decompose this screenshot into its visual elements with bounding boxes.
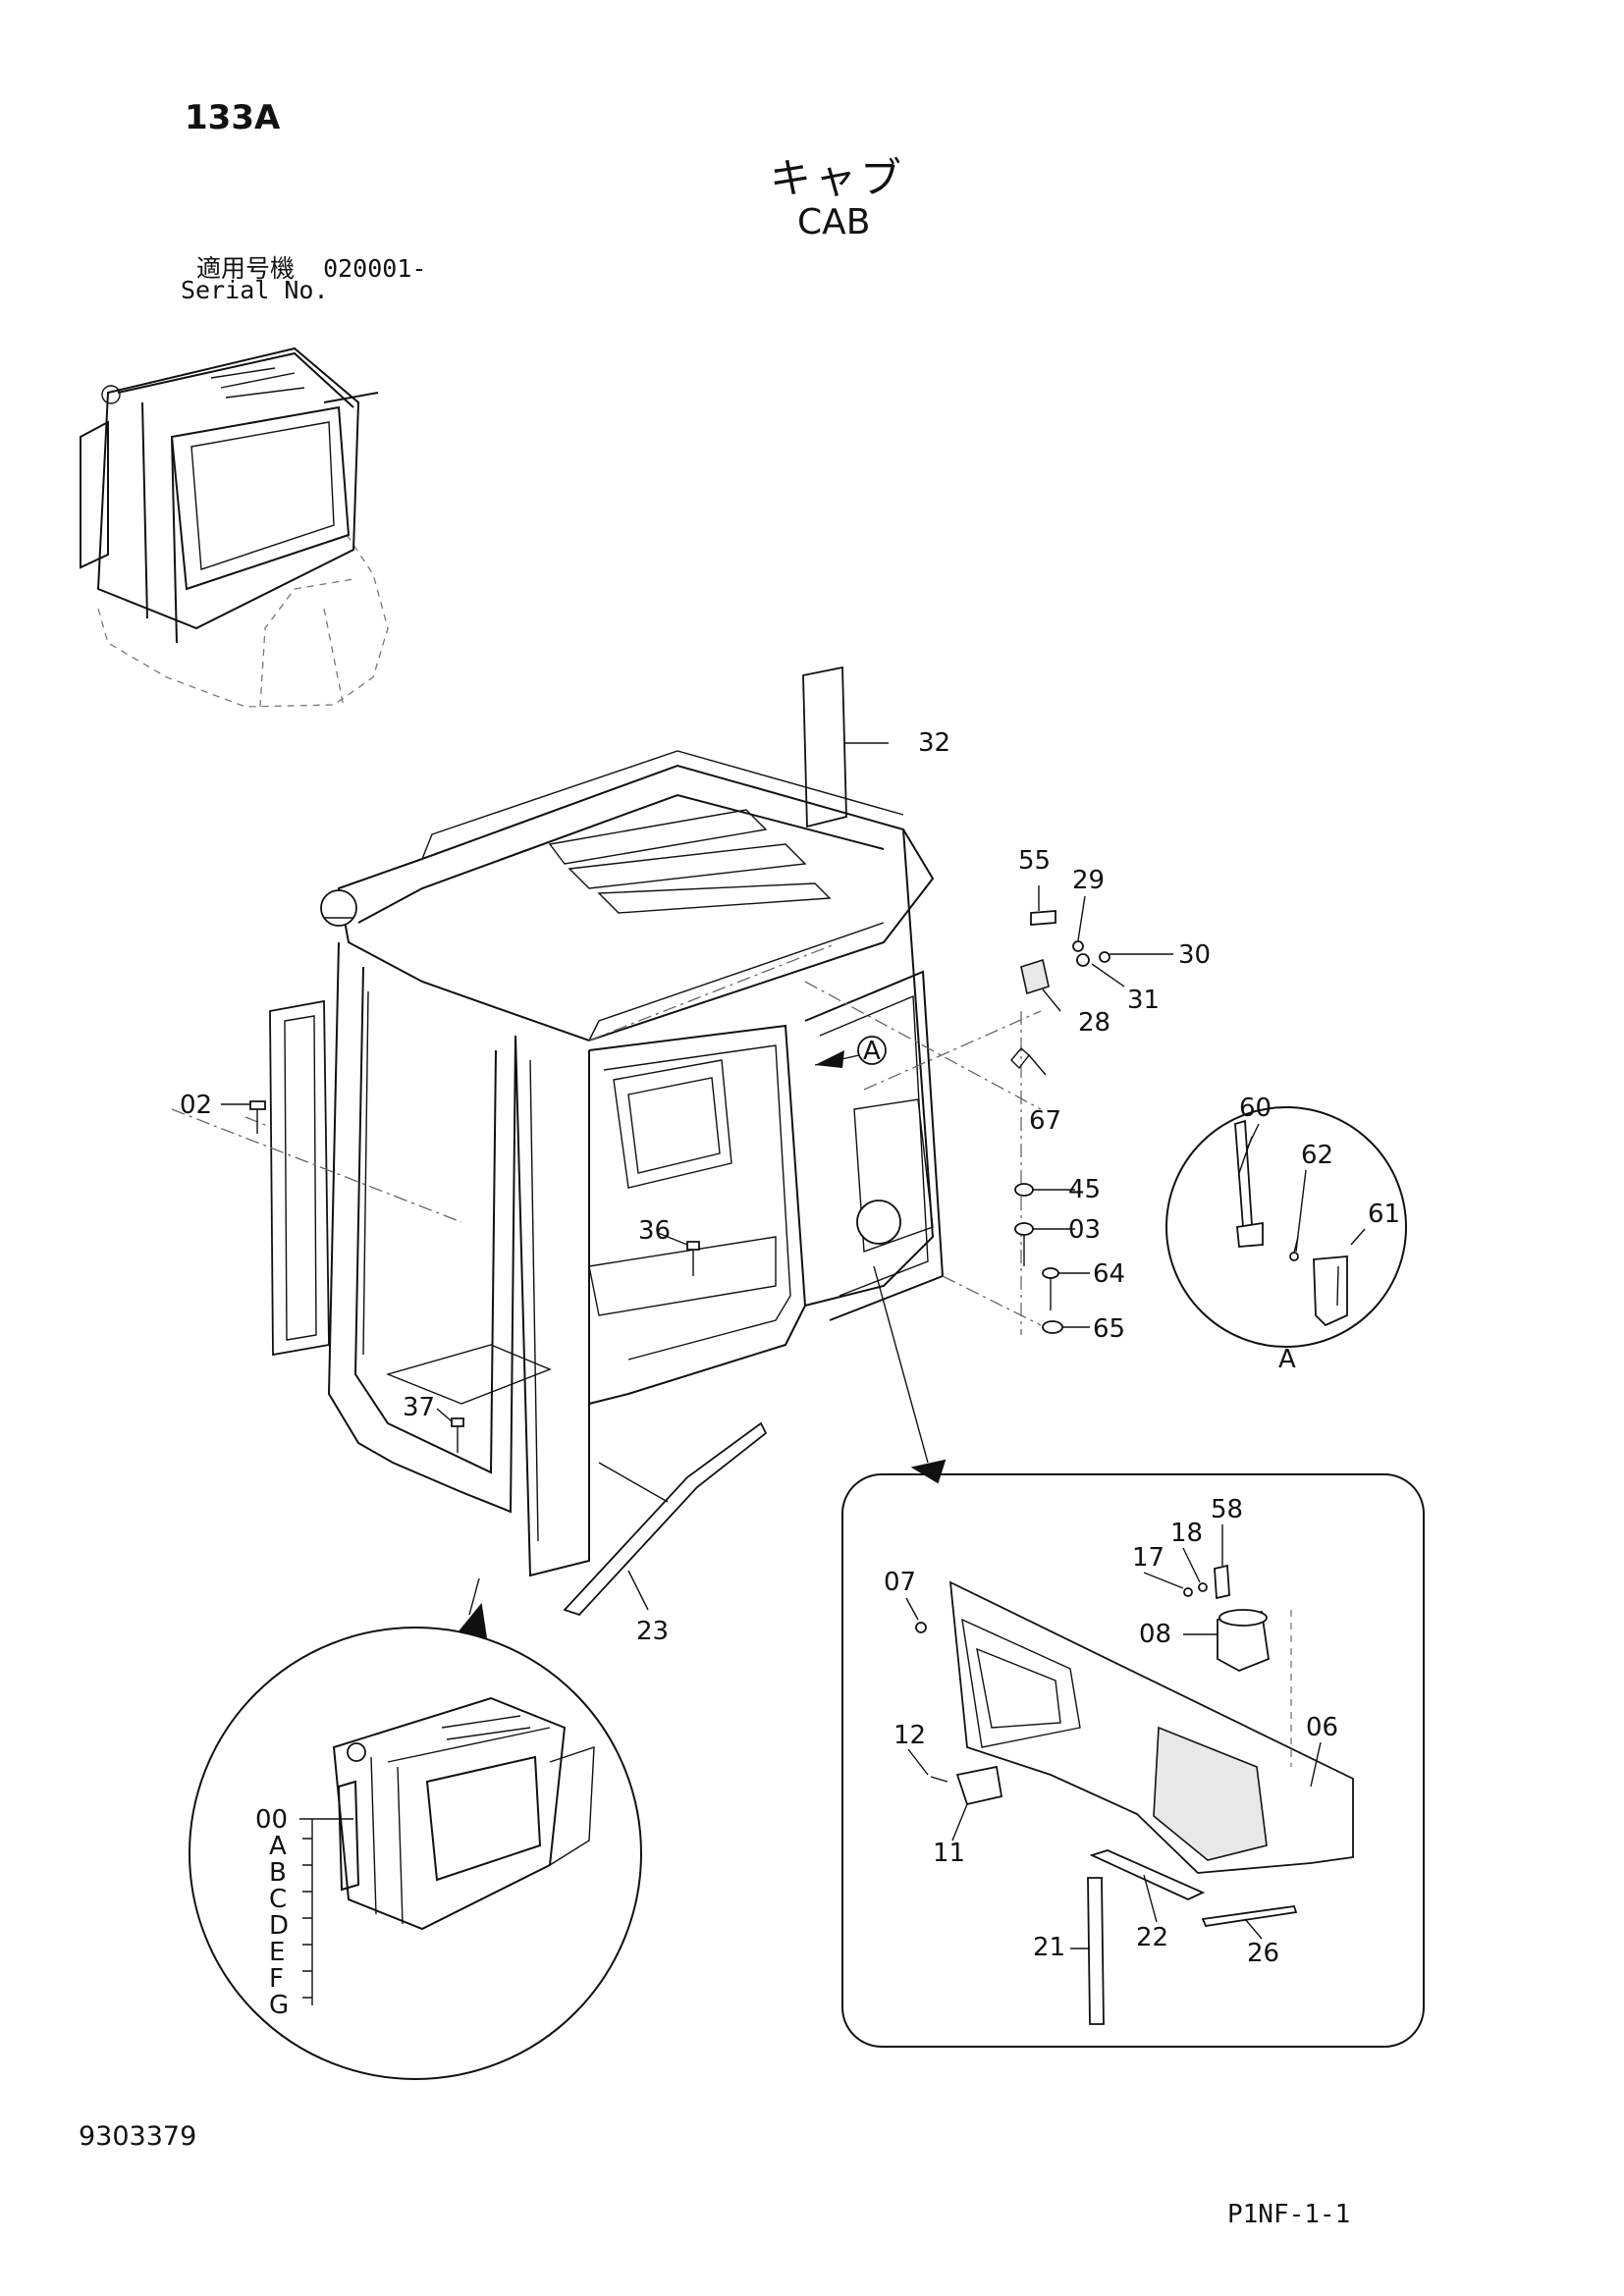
detail-a-view: A <box>1165 1106 1407 1374</box>
callout-37: 37 <box>403 1393 435 1422</box>
callout-00: 00 <box>255 1805 288 1835</box>
callout-11: 11 <box>933 1839 965 1868</box>
serial-number-jp: 適用号機 020001- <box>196 249 426 285</box>
callout-67: 67 <box>1029 1106 1061 1136</box>
callout-32: 32 <box>918 728 950 758</box>
callout-C: C <box>269 1885 287 1914</box>
callout-06: 06 <box>1306 1713 1338 1742</box>
callout-61: 61 <box>1368 1200 1400 1229</box>
callout-31: 31 <box>1127 986 1160 1015</box>
callout-18: 18 <box>1170 1519 1203 1548</box>
callout-07: 07 <box>884 1568 916 1597</box>
callout-58: 58 <box>1211 1495 1243 1524</box>
title-english: CAB <box>797 202 871 242</box>
reference-thumbnail <box>80 347 389 708</box>
callout-E: E <box>269 1938 285 1967</box>
part-32-strip <box>802 666 847 828</box>
callout-G: G <box>269 1991 289 2020</box>
callout-D: D <box>269 1911 289 1941</box>
callout-17: 17 <box>1132 1543 1164 1573</box>
document-number: 9303379 <box>79 2121 197 2152</box>
cab-main-drawing <box>171 666 1173 1639</box>
callout-A: A <box>269 1832 287 1861</box>
callout-12: 12 <box>893 1721 926 1750</box>
callout-B: B <box>269 1858 287 1888</box>
callout-65: 65 <box>1093 1314 1125 1344</box>
serial-value: 020001- <box>323 254 427 283</box>
view-a-tag: A <box>863 1037 881 1066</box>
callout-03: 03 <box>1068 1215 1101 1245</box>
callout-30: 30 <box>1178 940 1211 970</box>
callout-23: 23 <box>636 1617 669 1646</box>
callout-55: 55 <box>1018 846 1051 876</box>
detail-panel <box>841 1473 1425 2048</box>
callout-60: 60 <box>1239 1094 1272 1123</box>
callout-28: 28 <box>1078 1008 1110 1038</box>
serial-label-jp: 適用号機 <box>196 254 296 283</box>
view-a-marker: A <box>814 1036 887 1068</box>
assembly-view <box>189 1627 642 2080</box>
title-japanese: キャブ <box>770 154 906 202</box>
serial-label-en: Serial No. <box>181 276 329 304</box>
callout-02: 02 <box>180 1091 212 1120</box>
callout-22: 22 <box>1136 1923 1168 1952</box>
callout-64: 64 <box>1093 1259 1125 1289</box>
callout-45: 45 <box>1068 1175 1101 1204</box>
callout-F: F <box>269 1964 284 1994</box>
callout-08: 08 <box>1139 1620 1171 1649</box>
detail-a-label: A <box>1278 1345 1296 1374</box>
callout-26: 26 <box>1247 1939 1279 1968</box>
callout-29: 29 <box>1072 866 1105 895</box>
page-number: 133A <box>185 98 281 137</box>
callout-labels: 32 55 29 30 31 28 67 02 45 03 36 64 65 3… <box>180 728 1400 2020</box>
callout-leaders <box>436 885 1322 1949</box>
callout-21: 21 <box>1033 1933 1065 1962</box>
callout-62: 62 <box>1301 1141 1333 1170</box>
footer-code: P1NF-1-1 <box>1227 2200 1351 2229</box>
callout-36: 36 <box>638 1216 671 1246</box>
